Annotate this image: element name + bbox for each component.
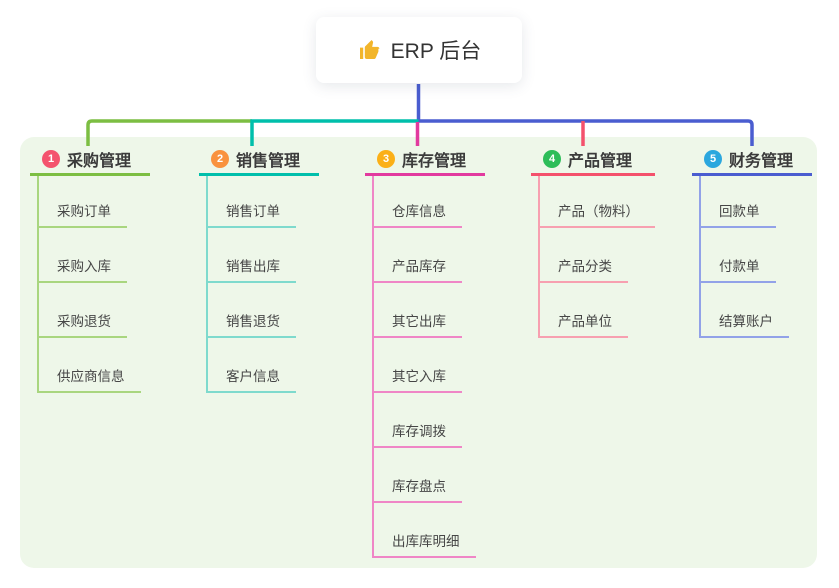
mindmap-child-node[interactable]: 采购退货	[39, 310, 127, 338]
child-row: 回款单	[701, 176, 812, 228]
branch-header-node[interactable]: 1 采购管理	[30, 146, 150, 176]
mindmap-child-node[interactable]: 采购入库	[39, 255, 127, 283]
branch: 3 库存管理 仓库信息产品库存其它出库其它入库库存调拨库存盘点出库库明细	[365, 146, 485, 558]
root-node[interactable]: ERP 后台	[316, 17, 522, 83]
child-row: 客户信息	[208, 338, 319, 393]
mindmap-child-node[interactable]: 产品库存	[374, 255, 462, 283]
child-row: 付款单	[701, 228, 812, 283]
mindmap-child-node[interactable]: 销售订单	[208, 200, 296, 228]
mindmap-child-node[interactable]: 结算账户	[701, 310, 789, 338]
root-title: ERP 后台	[390, 40, 482, 63]
mindmap-child-node[interactable]: 供应商信息	[39, 365, 141, 393]
mindmap-child-node[interactable]: 客户信息	[208, 365, 296, 393]
child-row: 采购退货	[39, 283, 150, 338]
child-row: 出库库明细	[374, 503, 485, 558]
thumbs-up-icon	[359, 40, 380, 59]
branch: 5 财务管理 回款单付款单结算账户	[692, 146, 812, 338]
branch-header-node[interactable]: 2 销售管理	[199, 146, 319, 176]
branch: 4 产品管理 产品（物料） 产品分类产品单位	[531, 146, 655, 338]
child-row: 产品（物料）	[540, 176, 655, 228]
child-row: 采购订单	[39, 176, 150, 228]
branch-children: 采购订单采购入库采购退货供应商信息	[37, 176, 150, 393]
child-row: 仓库信息	[374, 176, 485, 228]
child-row: 采购入库	[39, 228, 150, 283]
mindmap-child-node[interactable]: 出库库明细	[374, 530, 476, 558]
branch-children: 仓库信息产品库存其它出库其它入库库存调拨库存盘点出库库明细	[372, 176, 485, 558]
branch: 2 销售管理 销售订单销售出库销售退货客户信息	[199, 146, 319, 393]
mindmap-child-node[interactable]: 仓库信息	[374, 200, 462, 228]
branch-title: 财务管理	[729, 152, 794, 170]
branch-title: 产品管理	[568, 152, 633, 170]
mindmap-child-node[interactable]: 其它出库	[374, 310, 462, 338]
mindmap-child-node[interactable]: 产品单位	[540, 310, 628, 338]
branch-title: 采购管理	[67, 152, 132, 170]
branch-children: 销售订单销售出库销售退货客户信息	[206, 176, 319, 393]
branch-children: 回款单付款单结算账户	[699, 176, 812, 338]
branch-title: 销售管理	[236, 152, 301, 170]
child-row: 销售订单	[208, 176, 319, 228]
child-row: 供应商信息	[39, 338, 150, 393]
child-row: 库存盘点	[374, 448, 485, 503]
mindmap-child-node[interactable]: 其它入库	[374, 365, 462, 393]
branch-header-node[interactable]: 5 财务管理	[692, 146, 812, 176]
branch-number-badge: 3	[377, 149, 395, 168]
child-row: 其它出库	[374, 283, 485, 338]
mindmap-child-node[interactable]: 销售出库	[208, 255, 296, 283]
mindmap-child-node[interactable]: 销售退货	[208, 310, 296, 338]
child-row: 销售出库	[208, 228, 319, 283]
branch-header-node[interactable]: 3 库存管理	[365, 146, 485, 176]
branch-header-node[interactable]: 4 产品管理	[531, 146, 655, 176]
mindmap-child-node[interactable]: 库存盘点	[374, 475, 462, 503]
child-row: 结算账户	[701, 283, 812, 338]
branch-title: 库存管理	[402, 152, 467, 170]
mindmap-child-node[interactable]: 库存调拨	[374, 420, 462, 448]
branch-number-badge: 5	[704, 149, 722, 168]
child-row: 产品库存	[374, 228, 485, 283]
child-row: 销售退货	[208, 283, 319, 338]
mindmap-canvas-panel	[20, 137, 817, 568]
mindmap-child-node[interactable]: 采购订单	[39, 200, 127, 228]
child-row: 产品分类	[540, 228, 655, 283]
child-row: 其它入库	[374, 338, 485, 393]
mindmap-child-node[interactable]: 付款单	[701, 255, 776, 283]
child-row: 库存调拨	[374, 393, 485, 448]
branch-number-badge: 4	[543, 149, 561, 168]
mindmap-child-node[interactable]: 产品（物料）	[540, 200, 655, 228]
mindmap-child-node[interactable]: 回款单	[701, 200, 776, 228]
branch: 1 采购管理 采购订单采购入库采购退货供应商信息	[30, 146, 150, 393]
branch-number-badge: 1	[42, 149, 60, 168]
mindmap-child-node[interactable]: 产品分类	[540, 255, 628, 283]
child-row: 产品单位	[540, 283, 655, 338]
branch-number-badge: 2	[211, 149, 229, 168]
branch-children: 产品（物料） 产品分类产品单位	[538, 176, 655, 338]
